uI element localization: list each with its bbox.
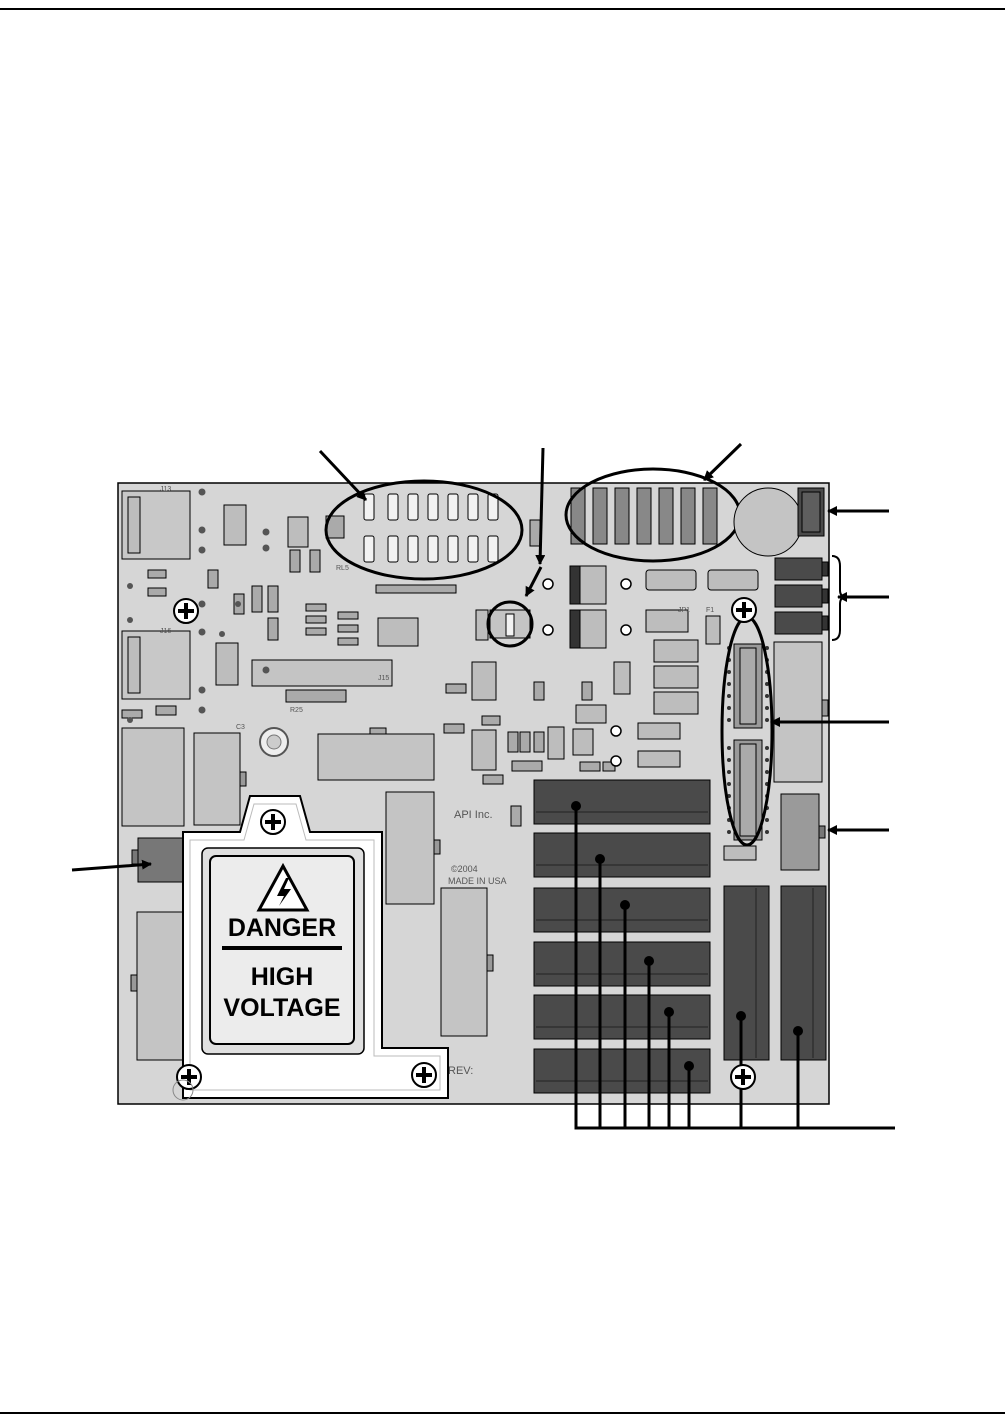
component-cluster-top-left: J13 J16 RL5 J15 R25 C3 bbox=[121, 486, 467, 731]
fuse-f1 bbox=[705, 615, 721, 645]
callout-circle-small bbox=[486, 600, 534, 648]
svg-text:C3: C3 bbox=[236, 724, 245, 731]
header-rule bbox=[0, 8, 1005, 10]
voltage-text: VOLTAGE bbox=[223, 994, 340, 1022]
arrow-relays bbox=[318, 449, 368, 502]
revision-mark: REV: bbox=[448, 1065, 473, 1077]
arrow-small-part bbox=[535, 447, 546, 565]
footer-rule bbox=[0, 1412, 1005, 1414]
screw-icon bbox=[176, 1064, 202, 1090]
arrow-fuses bbox=[702, 442, 743, 482]
screw-icon bbox=[411, 1062, 437, 1088]
capacitor-large bbox=[733, 487, 803, 557]
connector-left-lower bbox=[136, 911, 184, 1061]
callout-ellipse-relays bbox=[324, 479, 524, 581]
connector-mid-left-1 bbox=[121, 727, 185, 827]
vertical-connectors bbox=[723, 885, 827, 1061]
power-connectors bbox=[533, 779, 711, 1094]
jumper-label: JP1 bbox=[678, 607, 690, 614]
origin-mark: MADE IN USA bbox=[448, 876, 507, 886]
arrow-connector-left bbox=[71, 859, 152, 872]
screw-icon bbox=[173, 598, 199, 624]
copyright-mark: ©2004 bbox=[451, 864, 478, 874]
svg-text:J15: J15 bbox=[378, 675, 389, 682]
connector-j12 bbox=[385, 791, 435, 905]
connector-j18-vertical bbox=[440, 887, 488, 1037]
component-j18 bbox=[317, 733, 435, 781]
fuse-label: F1 bbox=[706, 607, 714, 614]
svg-text:R25: R25 bbox=[290, 707, 303, 714]
svg-text:J13: J13 bbox=[160, 486, 171, 493]
jumper-jp1 bbox=[645, 609, 689, 633]
svg-text:RL5: RL5 bbox=[336, 565, 349, 572]
mounting-screws bbox=[173, 597, 757, 1090]
connector-right-small bbox=[780, 793, 820, 871]
connector-right-mid bbox=[773, 641, 823, 783]
screw-icon bbox=[260, 809, 286, 835]
svg-text:J16: J16 bbox=[160, 628, 171, 635]
callout-arrows bbox=[71, 442, 889, 872]
danger-text: DANGER bbox=[228, 914, 336, 942]
lightning-warning-icon bbox=[256, 862, 310, 912]
manufacturer-mark: API Inc. bbox=[454, 809, 493, 821]
screw-icon bbox=[730, 1064, 756, 1090]
fuse-blocks bbox=[570, 487, 718, 545]
relay-sockets bbox=[363, 493, 499, 563]
component-cluster-center: API Inc. ©2004 MADE IN USA REV: JP1 F1 bbox=[443, 519, 759, 1077]
screw-icon bbox=[731, 597, 757, 623]
connector-leader-lines bbox=[574, 806, 895, 1130]
ic-sockets bbox=[723, 643, 769, 861]
brace-connector-stack bbox=[831, 555, 847, 641]
connector-left-small bbox=[137, 837, 187, 883]
connector-mid-left-2 bbox=[193, 732, 241, 826]
connector-right-stack bbox=[774, 557, 829, 635]
high-text: HIGH bbox=[251, 963, 314, 991]
